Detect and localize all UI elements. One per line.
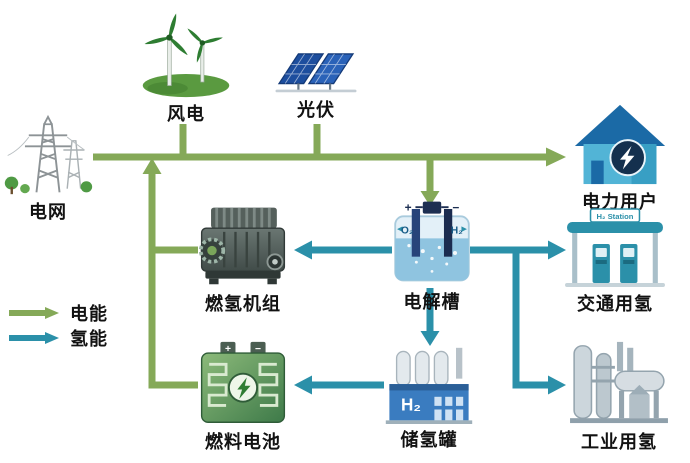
bus-arrowhead bbox=[546, 147, 566, 167]
riser-to-industry-arrowhead bbox=[548, 375, 566, 395]
tank-to-fuelcell-arrowhead bbox=[294, 375, 312, 395]
hydrogen-engine-icon bbox=[198, 207, 286, 285]
grid-label: 电网 bbox=[29, 202, 67, 222]
electrolyzer-feed-arrowhead bbox=[420, 191, 440, 206]
industry-h2-node: 工业用氢 bbox=[568, 338, 670, 454]
legend-hydrogen-label: 氢能 bbox=[70, 328, 108, 349]
wind-node: 风电 bbox=[140, 2, 232, 126]
h2-out-arrow-icon bbox=[461, 226, 467, 232]
h2-engine-node: 燃氢机组 bbox=[196, 202, 290, 316]
fuel-cell-plus-sign: + bbox=[225, 344, 231, 355]
fuel-cell-node: + − 燃料电池 bbox=[196, 340, 290, 454]
h2-tank-label: 储氢罐 bbox=[400, 430, 458, 450]
electrolyzer-node: + − O₂ H₂ 电解槽 bbox=[386, 198, 478, 314]
legend-hydrogen-row: 氢能 bbox=[8, 325, 108, 350]
electrolyzer-minus-sign: − bbox=[452, 201, 459, 215]
h2-tank-node: H₂ 储氢罐 bbox=[384, 346, 474, 452]
hydrogen-arrow-icon bbox=[9, 331, 59, 344]
transport-h2-node: H₂ Station 交通用氢 bbox=[564, 208, 666, 316]
electric-arrow-icon bbox=[9, 306, 59, 319]
solar-node: 光伏 bbox=[272, 40, 360, 122]
transport-h2-label: 交通用氢 bbox=[577, 294, 653, 314]
electrolyzer-to-station-arrowhead bbox=[548, 240, 566, 260]
industry-h2-label: 工业用氢 bbox=[581, 432, 657, 452]
hydrogen-station-icon: H₂ Station bbox=[565, 208, 665, 287]
o2-label: O₂ bbox=[401, 226, 413, 237]
electrolyzer-plus-sign: + bbox=[405, 201, 412, 215]
o2-out-arrow-icon bbox=[397, 226, 403, 232]
power-grid-icon bbox=[4, 114, 93, 195]
legend: 电能 氢能 bbox=[8, 300, 108, 350]
fuel-cell-minus-sign: − bbox=[255, 344, 261, 355]
electrolyzer-icon: + − O₂ H₂ bbox=[394, 201, 470, 282]
h2-label: H₂ bbox=[451, 226, 463, 237]
fuel-cell-label: 燃料电池 bbox=[205, 432, 281, 452]
wind-turbines-icon bbox=[142, 13, 230, 98]
solar-panels-icon bbox=[275, 53, 357, 93]
legend-electric-label: 电能 bbox=[70, 303, 108, 324]
legend-electric-row: 电能 bbox=[8, 300, 108, 325]
h2-engine-label: 燃氢机组 bbox=[205, 294, 281, 314]
grid-node: 电网 bbox=[0, 104, 96, 224]
tank-h2-text: H₂ bbox=[401, 394, 421, 414]
hydrogen-flow-lines bbox=[294, 240, 566, 395]
generation-return-arrowhead bbox=[142, 158, 162, 174]
industrial-plant-icon bbox=[570, 341, 668, 424]
electrolyzer-to-tank-arrowhead bbox=[420, 331, 440, 346]
electrolyzer-to-engine-arrowhead bbox=[294, 240, 312, 260]
station-sign-text: H₂ Station bbox=[597, 212, 634, 221]
power-user-label: 电力用户 bbox=[582, 192, 658, 212]
fuel-cell-icon: + − bbox=[200, 341, 286, 423]
power-user-node: 电力用户 bbox=[572, 102, 668, 214]
electric-flow-lines bbox=[93, 124, 566, 389]
electrolyzer-label: 电解槽 bbox=[403, 292, 461, 312]
solar-label: 光伏 bbox=[297, 100, 335, 120]
house-power-icon bbox=[574, 104, 666, 185]
wind-label: 风电 bbox=[167, 104, 205, 124]
hydrogen-storage-icon: H₂ bbox=[385, 347, 473, 424]
